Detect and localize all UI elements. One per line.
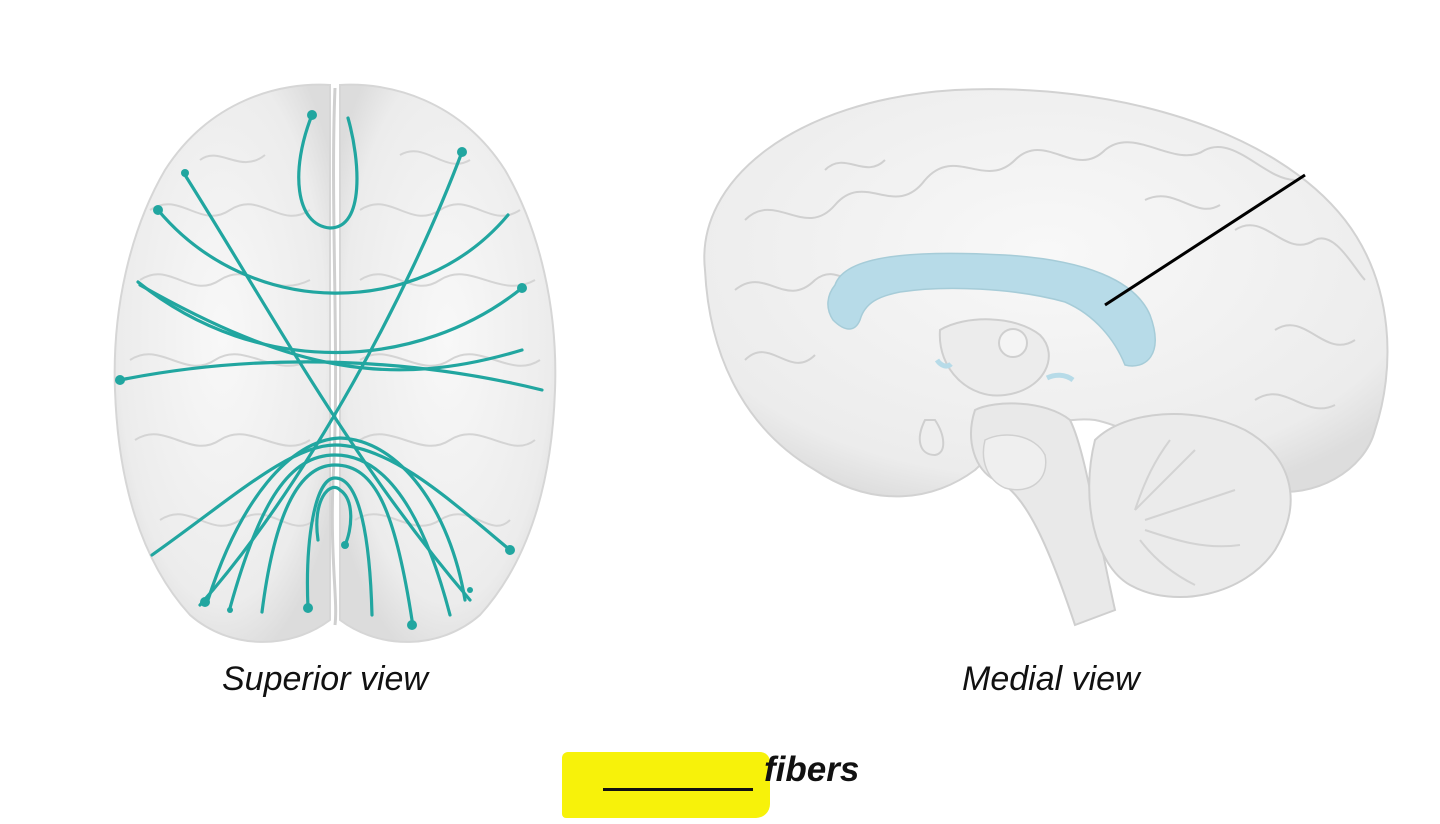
answer-highlight xyxy=(562,752,770,818)
anterior-commissure xyxy=(934,358,953,369)
commissural-fiber-tracts xyxy=(118,113,544,622)
pons xyxy=(982,434,1047,491)
superior-view-caption: Superior view xyxy=(222,660,428,698)
answer-blank[interactable] xyxy=(603,788,753,791)
corpus-callosum xyxy=(827,252,1156,367)
posterior-commissure xyxy=(1045,372,1075,383)
pituitary xyxy=(918,419,945,457)
fiber-tract-endpoints xyxy=(115,110,527,630)
medial-view-caption: Medial view xyxy=(962,660,1140,698)
arbor-vitae xyxy=(1134,439,1241,586)
medial-view-brain-illustration xyxy=(703,88,1389,627)
label-leader-line xyxy=(1104,173,1306,307)
fibers-label: fibers xyxy=(764,750,860,789)
longitudinal-fissure xyxy=(330,87,338,626)
superior-view-brain-illustration xyxy=(113,83,557,643)
interthalamic-adhesion xyxy=(998,328,1028,358)
